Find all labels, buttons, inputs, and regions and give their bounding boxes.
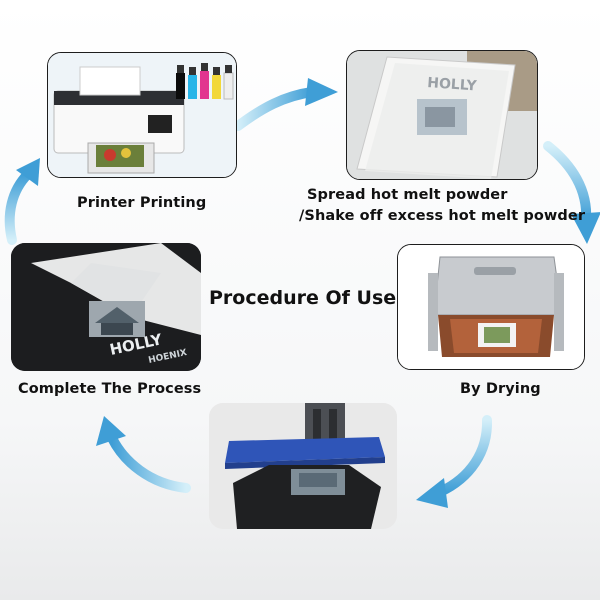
step4-heat-press-photo bbox=[209, 403, 397, 529]
arrow-step5-to-step1 bbox=[10, 158, 40, 240]
step1-printer-photo bbox=[47, 52, 237, 178]
step1-label: Printer Printing bbox=[77, 195, 206, 211]
step2-powder-photo: HOLLY bbox=[346, 50, 538, 180]
step3-label: By Drying bbox=[460, 381, 541, 397]
step2-label-line2: /Shake off excess hot melt powder bbox=[299, 208, 585, 224]
step2-label-line1: Spread hot melt powder bbox=[307, 187, 507, 203]
step3-drying-photo bbox=[397, 244, 585, 370]
arrow-step2-to-step3 bbox=[548, 146, 600, 244]
step5-complete-photo: HOLLY HOENIX bbox=[11, 243, 201, 371]
step5-label: Complete The Process bbox=[18, 381, 201, 397]
procedure-title: Procedure Of Use bbox=[209, 287, 396, 309]
arrow-step1-to-step2 bbox=[238, 78, 338, 126]
arrow-step3-to-step4 bbox=[416, 420, 487, 508]
arrow-step4-to-step5 bbox=[96, 416, 186, 488]
